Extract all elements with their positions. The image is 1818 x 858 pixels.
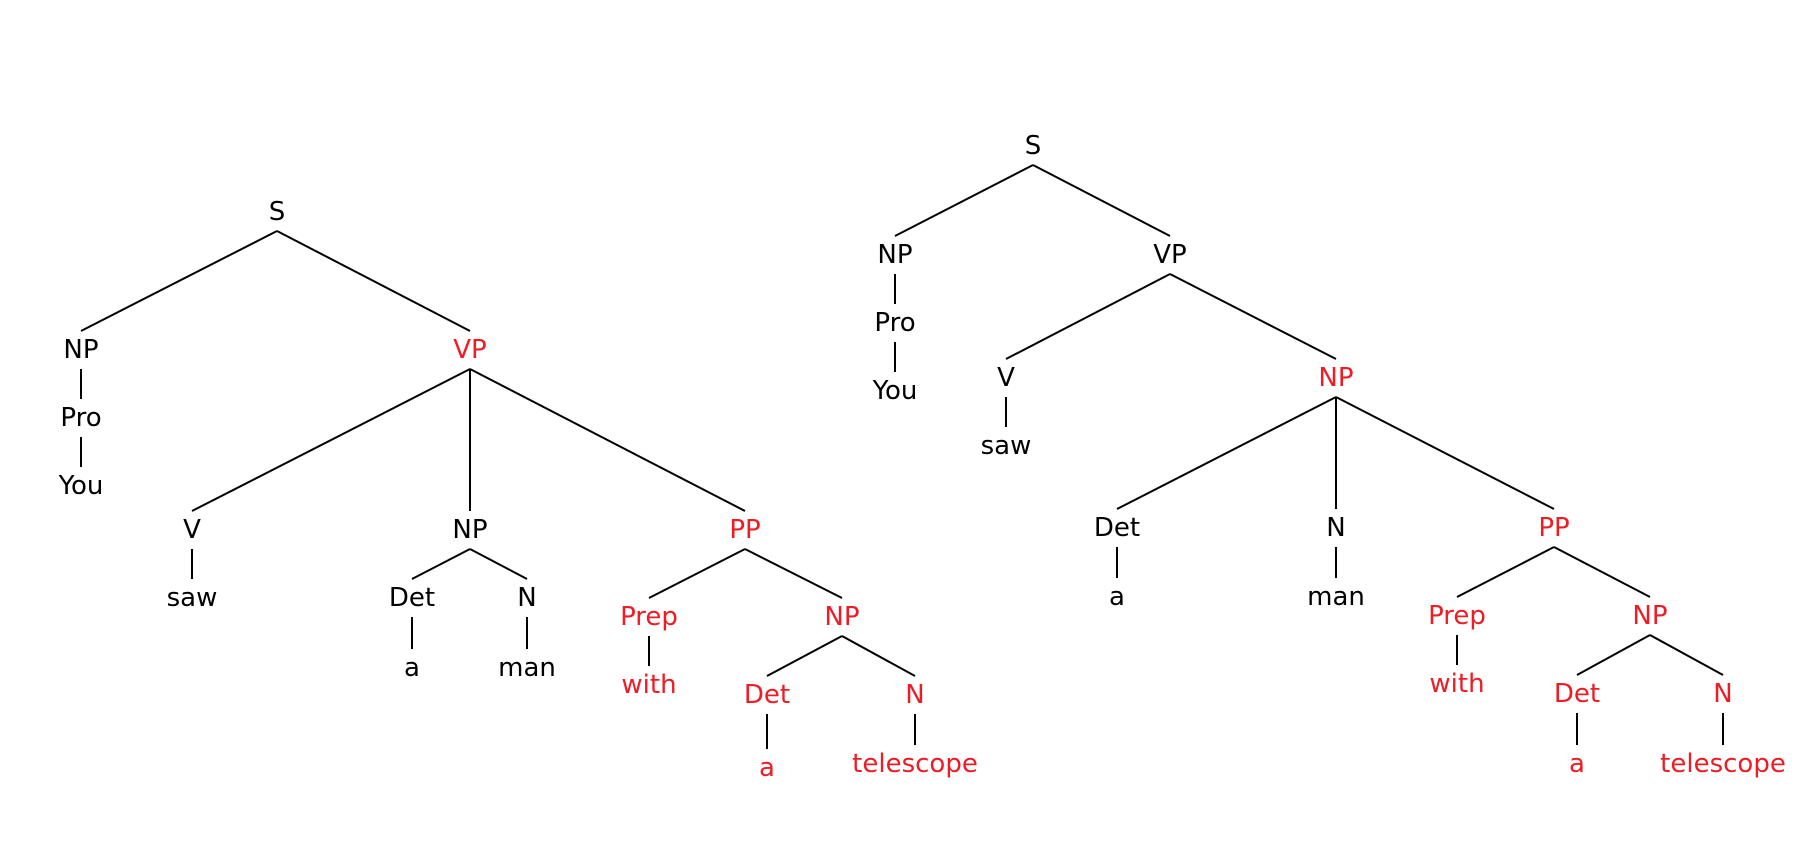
edge-np2-n1 (469, 548, 528, 580)
node-label-np3: NP (1632, 601, 1667, 631)
edge-np3-n2 (1649, 634, 1724, 676)
node-label-vp: VP (1153, 240, 1186, 270)
edge-np2-pp (1335, 396, 1555, 510)
node-label-s: S (269, 197, 286, 227)
node-label-np1: NP (877, 240, 912, 270)
node-label-det2: Det (744, 680, 790, 710)
node-label-man: man (498, 653, 556, 683)
node-label-det2: Det (1554, 679, 1600, 709)
edge-s-vp (1032, 164, 1171, 237)
node-label-a2: a (1569, 749, 1585, 779)
edge-np3-n2 (841, 635, 916, 677)
node-label-pp: PP (729, 515, 760, 545)
right-parse-tree: SNPProYouVPVsawNPDetaNmanPPPrepwithNPDet… (872, 131, 1786, 779)
node-label-pro: Pro (60, 403, 101, 433)
node-label-pp: PP (1538, 513, 1569, 543)
node-label-v: V (183, 515, 201, 545)
node-label-telescope: telescope (852, 749, 978, 779)
edge-vp-pp (469, 368, 746, 512)
node-label-you: You (872, 376, 918, 406)
edge-pp-np3 (744, 548, 843, 599)
node-label-prep: Prep (1428, 601, 1486, 631)
edge-s-np1 (80, 230, 278, 332)
node-label-n2: N (905, 680, 924, 710)
edge-np3-det2 (1576, 634, 1651, 676)
edge-vp-np2 (1169, 273, 1337, 360)
edge-np3-det2 (766, 635, 843, 677)
left-parse-tree: SNPProYouVPVsawNPDetaNmanPPPrepwithNPDet… (58, 197, 978, 783)
edge-s-vp (276, 230, 471, 332)
node-label-v: V (997, 363, 1015, 393)
edge-vp-v (1005, 273, 1171, 360)
node-label-n1: N (1326, 513, 1345, 543)
node-label-n1: N (517, 583, 536, 613)
node-label-with: with (621, 670, 676, 700)
node-label-np3: NP (824, 602, 859, 632)
node-label-a2: a (759, 753, 775, 783)
node-label-saw: saw (167, 583, 218, 613)
edge-vp-v (191, 368, 471, 512)
node-label-you: You (58, 471, 104, 501)
edge-pp-prep (648, 548, 746, 599)
edge-np2-det1 (1116, 396, 1337, 510)
node-label-np2: NP (452, 515, 487, 545)
node-label-a1: a (404, 653, 420, 683)
node-label-saw: saw (981, 431, 1032, 461)
node-label-det1: Det (389, 583, 435, 613)
edge-np2-det1 (411, 548, 471, 580)
node-label-vp: VP (453, 335, 486, 365)
node-label-pro: Pro (874, 308, 915, 338)
node-label-n2: N (1713, 679, 1732, 709)
edge-s-np1 (894, 164, 1034, 237)
node-label-man: man (1307, 582, 1365, 612)
node-label-with: with (1429, 669, 1484, 699)
node-label-np1: NP (63, 335, 98, 365)
edge-pp-prep (1456, 546, 1555, 598)
node-label-prep: Prep (620, 602, 678, 632)
node-label-s: S (1025, 131, 1042, 161)
node-label-a1: a (1109, 582, 1125, 612)
edge-pp-np3 (1553, 546, 1651, 598)
node-label-det1: Det (1094, 513, 1140, 543)
node-label-telescope: telescope (1660, 749, 1786, 779)
node-label-np2: NP (1318, 363, 1353, 393)
